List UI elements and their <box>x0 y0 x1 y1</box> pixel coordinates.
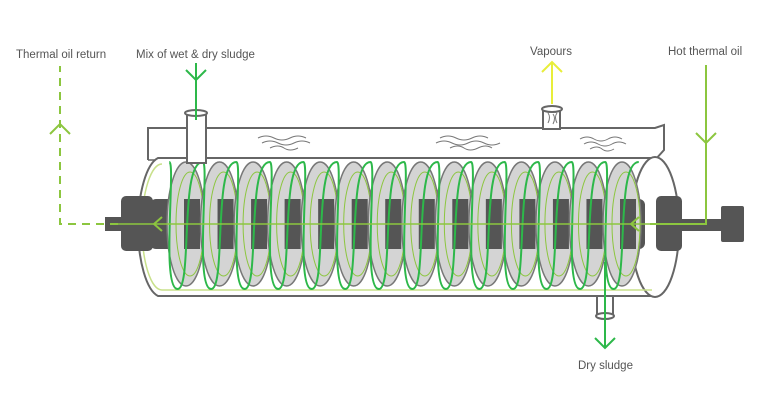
arrow-icon <box>185 69 207 82</box>
label-dry-sludge: Dry sludge <box>578 360 633 372</box>
arrow-icon <box>49 122 71 135</box>
label-sludge-inlet: Mix of wet & dry sludge <box>136 49 255 61</box>
vapour-dome <box>147 123 665 161</box>
arrow-icon <box>629 216 640 232</box>
arrow-icon <box>594 337 616 350</box>
internal-oil-flow <box>118 216 650 232</box>
arrow-icon <box>152 216 163 232</box>
arrow-icon <box>541 60 563 73</box>
oil-return-line <box>49 66 118 225</box>
label-vapours: Vapours <box>530 46 572 58</box>
sludge-helix-path <box>168 160 640 291</box>
vapour-outlet <box>541 60 563 130</box>
drive-coupling <box>721 206 744 242</box>
label-hot-thermal-oil: Hot thermal oil <box>668 46 742 58</box>
sludge-inlet <box>184 63 208 164</box>
label-thermal-oil-return: Thermal oil return <box>16 49 106 61</box>
wavy-lines-icon <box>257 135 627 152</box>
inlet-pipe <box>186 112 207 164</box>
hot-oil-line <box>650 65 717 225</box>
dry-sludge-outlet <box>594 262 616 350</box>
arrow-icon <box>695 132 717 145</box>
